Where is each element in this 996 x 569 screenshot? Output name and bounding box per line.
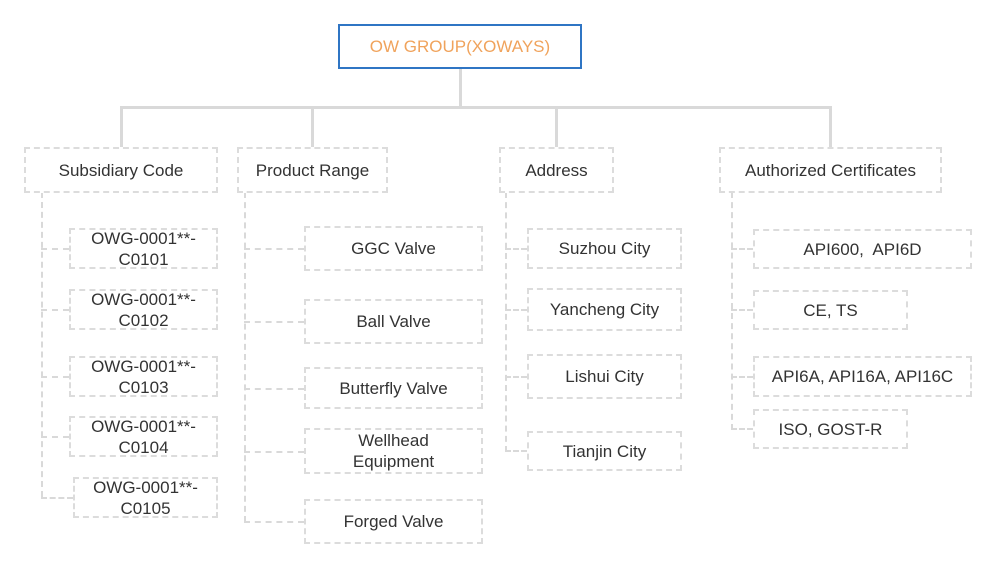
item-label: OWG-0001**-C0102 [91,289,196,330]
item-connector-line [41,248,69,250]
category-label: Authorized Certificates [744,160,917,180]
certificate-item: API600, API6D [753,229,972,269]
item-connector-line [731,309,753,311]
certificate-item: API6A, API16A, API16C [753,356,972,397]
item-label: Butterfly Valve [339,378,448,398]
category-product-range: Product Range [237,147,388,193]
item-label: Forged Valve [343,512,444,531]
spine-line [731,192,733,430]
spine-line [505,192,507,452]
address-item: Lishui City [527,354,682,399]
address-item: Suzhou City [527,228,682,269]
branch-bar-line [120,106,832,109]
root-connector-line [459,69,462,107]
branch-drop-line [311,106,314,148]
certificate-item: ISO, GOST-R [753,409,908,449]
item-connector-line [41,376,69,378]
item-connector-line [505,309,527,311]
item-label: Suzhou City [558,239,651,258]
branch-drop-line [829,106,832,148]
category-label: Subsidiary Code [58,160,184,180]
item-label: Lishui City [565,367,644,386]
subsidiary-code-item: OWG-0001**-C0103 [69,356,218,397]
item-connector-line [731,428,753,430]
subsidiary-code-item: OWG-0001**-C0102 [69,289,218,330]
product-range-item: Butterfly Valve [304,367,483,409]
item-label: OWG-0001**-C0105 [93,477,198,518]
spine-line [244,192,246,522]
certificate-item: CE, TS [753,290,908,330]
item-connector-line [244,248,304,250]
item-connector-line [244,388,304,390]
item-connector-line [244,451,304,453]
category-label: Address [525,160,588,180]
branch-drop-line [120,106,123,148]
item-label: OWG-0001**-C0101 [91,228,196,269]
product-range-item: Forged Valve [304,499,483,544]
root-node: OW GROUP(XOWAYS) [338,24,582,69]
product-range-item: GGC Valve [304,226,483,271]
category-subsidiary-code: Subsidiary Code [24,147,218,193]
item-connector-line [505,248,527,250]
item-connector-line [505,376,527,378]
spine-line [41,192,43,497]
item-label: Tianjin City [562,441,647,461]
item-label: OWG-0001**-C0104 [91,416,196,457]
subsidiary-code-item: OWG-0001**-C0101 [69,228,218,269]
item-label: Ball Valve [356,312,431,331]
branch-drop-line [555,106,558,148]
item-label: GGC Valve [351,239,436,258]
item-connector-line [244,321,304,323]
item-connector-line [41,497,73,499]
item-label: CE, TS [803,300,858,320]
address-item: Yancheng City [527,288,682,331]
item-connector-line [41,436,69,438]
item-label: API6A, API16A, API16C [771,367,954,386]
item-label: OWG-0001**-C0103 [91,356,196,397]
address-item: Tianjin City [527,431,682,471]
subsidiary-code-item: OWG-0001**-C0105 [73,477,218,518]
item-connector-line [731,248,753,250]
item-connector-line [41,309,69,311]
item-label: API600, API6D [803,239,922,259]
subsidiary-code-item: OWG-0001**-C0104 [69,416,218,457]
item-connector-line [244,521,304,523]
category-label: Product Range [255,160,370,180]
category-address: Address [499,147,614,193]
item-label: ISO, GOST-R [778,419,883,439]
item-connector-line [731,376,753,378]
item-connector-line [505,450,527,452]
product-range-item: Ball Valve [304,299,483,344]
item-label: Yancheng City [549,300,660,319]
item-label: Wellhead Equipment [352,431,435,471]
category-authorized-certificates: Authorized Certificates [719,147,942,193]
root-node-title: OW GROUP(XOWAYS) [369,36,551,56]
product-range-item: Wellhead Equipment [304,428,483,474]
